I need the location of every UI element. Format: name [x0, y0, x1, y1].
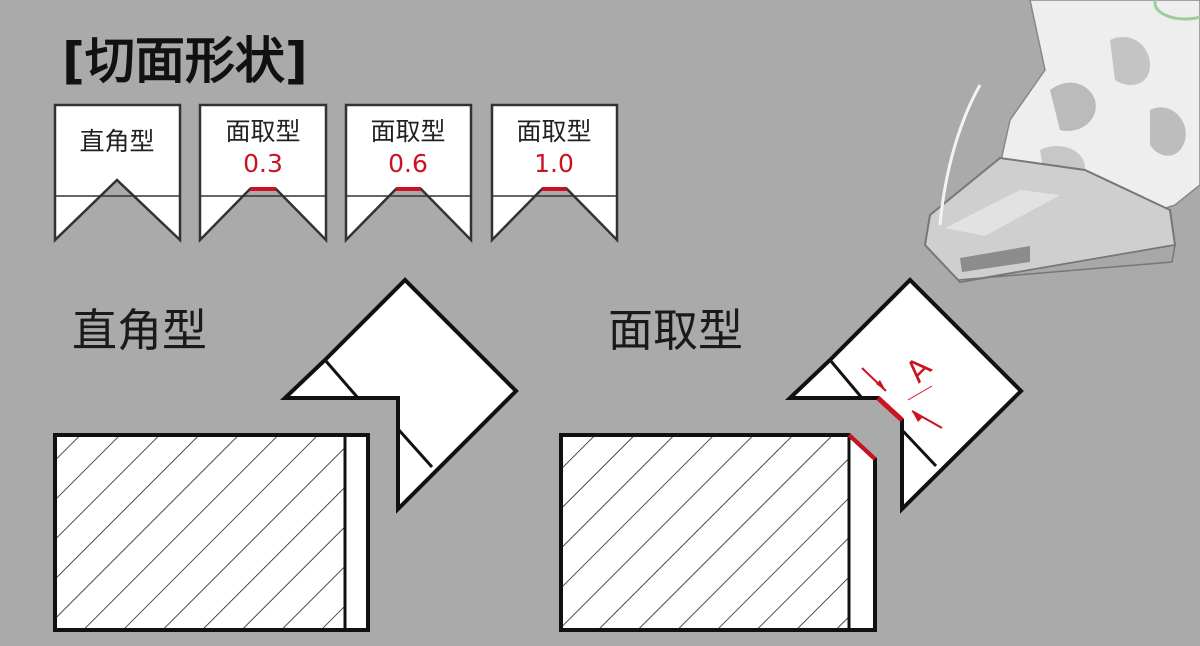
tag-chamfer-0.6: 面取型 0.6 — [344, 103, 473, 244]
tag-chamfer-1.0: 面取型 1.0 — [490, 103, 619, 244]
hand-plane-illustration — [923, 0, 1200, 284]
tag-label: 面取型 — [370, 117, 445, 146]
section-label-square: 直角型 — [72, 304, 207, 357]
tag-square: 直角型 — [53, 103, 182, 243]
tag-chamfer-0.3: 面取型 0.3 — [198, 103, 328, 244]
tag-label: 面取型 — [225, 117, 300, 146]
chamfer-cutter-blade — [784, 277, 1024, 514]
square-workpiece — [53, 433, 370, 632]
tag-label: 面取型 — [516, 117, 591, 146]
page-title: [切面形状] — [62, 32, 308, 90]
tag-value: 1.0 — [534, 149, 574, 178]
tag-value: 0.3 — [243, 149, 283, 178]
square-cutter-blade — [279, 277, 519, 514]
section-label-chamfer: 面取型 — [608, 304, 743, 357]
tag-label: 直角型 — [79, 127, 154, 156]
tag-value: 0.6 — [388, 149, 428, 178]
chamfer-workpiece — [559, 433, 877, 632]
